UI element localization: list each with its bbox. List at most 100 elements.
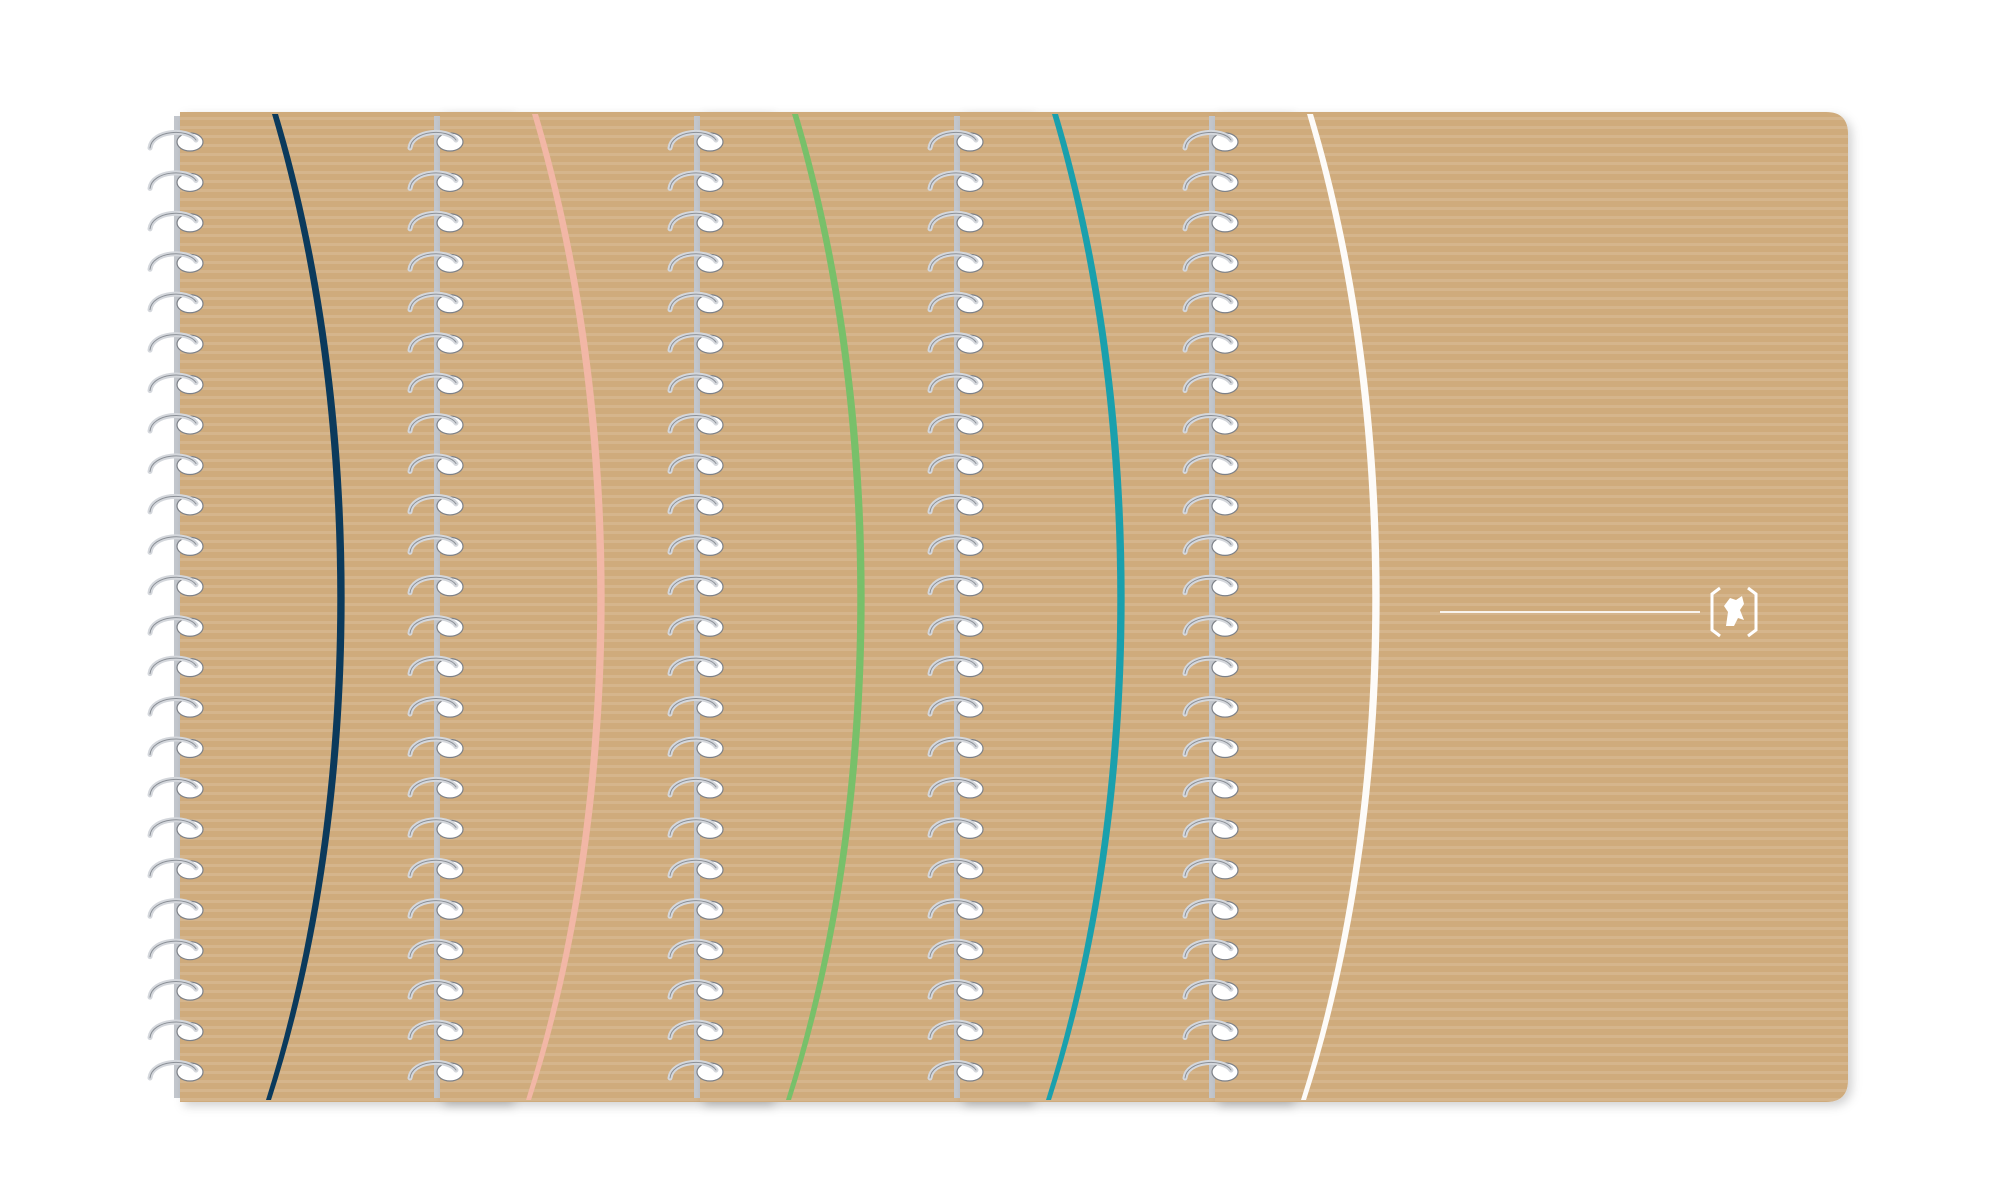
accent-curve bbox=[1046, 114, 1125, 1100]
spiral-ring-edge bbox=[669, 778, 717, 796]
spiral-ring-edge bbox=[1184, 374, 1232, 392]
spiral-ring-edge bbox=[669, 293, 717, 311]
spiral-ring-edge bbox=[149, 253, 197, 270]
notebooks-layer bbox=[147, 112, 1848, 1102]
cover-texture bbox=[960, 112, 1290, 1102]
spiral-ring-edge bbox=[929, 172, 977, 189]
spiral-ring-edge bbox=[669, 131, 717, 149]
spiral-ring-edge bbox=[669, 698, 717, 715]
spiral-ring-edge bbox=[1184, 455, 1232, 472]
spiral-ring-edge bbox=[149, 778, 197, 796]
spiral-ring-edge bbox=[149, 1061, 197, 1079]
spiral-ring-edge bbox=[669, 981, 717, 998]
spiral-ring-edge bbox=[149, 576, 197, 594]
spiral-ring-edge bbox=[1184, 293, 1232, 311]
spiral-ring-edge bbox=[669, 617, 717, 634]
spiral-ring-edge bbox=[1184, 778, 1232, 796]
spiral-ring-edge bbox=[149, 334, 197, 351]
spiral-ring-edge bbox=[929, 293, 977, 311]
spiral-ring-edge bbox=[929, 212, 977, 230]
spiral-ring-edge bbox=[149, 981, 197, 998]
spiral-ring-edge bbox=[929, 253, 977, 270]
spiral-ring-edge bbox=[149, 131, 197, 149]
spiral-ring-edge bbox=[149, 940, 197, 958]
cover-texture bbox=[700, 112, 1030, 1102]
spiral-ring-edge bbox=[669, 374, 717, 392]
spiral-ring-edge bbox=[149, 698, 197, 715]
spiral-ring-edge bbox=[1184, 334, 1232, 351]
spiral-ring-edge bbox=[149, 819, 197, 836]
logo-bracket-left bbox=[1710, 586, 1721, 638]
spiral-ring-edge bbox=[929, 1021, 977, 1039]
spiral-ring-edge bbox=[929, 334, 977, 351]
spiral-ring-edge bbox=[929, 131, 977, 149]
spiral-ring-edge bbox=[409, 495, 457, 513]
spiral-ring-edge bbox=[929, 778, 977, 796]
spiral-ring-edge bbox=[409, 819, 457, 836]
spiral-ring-edge bbox=[1184, 698, 1232, 715]
spiral-ring-edge bbox=[1184, 1061, 1232, 1079]
spiral-ring-edge bbox=[669, 495, 717, 513]
spiral-ring-edge bbox=[409, 778, 457, 796]
spiral-ring-edge bbox=[409, 455, 457, 472]
spiral-ring-edge bbox=[1184, 253, 1232, 270]
accent-curve bbox=[526, 114, 605, 1100]
accent-curve bbox=[266, 114, 345, 1100]
spiral-ring-edge bbox=[1184, 131, 1232, 149]
spiral-ring-edge bbox=[929, 495, 977, 513]
spiral-ring-edge bbox=[409, 738, 457, 756]
spiral-ring-edge bbox=[929, 455, 977, 472]
accent-curve bbox=[786, 114, 865, 1100]
notebook-1 bbox=[147, 112, 510, 1102]
spiral-ring-edge bbox=[149, 374, 197, 392]
spiral-ring-edge bbox=[929, 738, 977, 756]
spiral-ring-edge bbox=[929, 576, 977, 594]
spiral-ring-edge bbox=[1184, 415, 1232, 432]
spiral-ring-edge bbox=[1184, 576, 1232, 594]
spiral-ring-edge bbox=[149, 617, 197, 634]
spiral-ring-edge bbox=[1184, 617, 1232, 634]
spiral-ring-edge bbox=[669, 900, 717, 917]
spiral-ring-edge bbox=[929, 940, 977, 958]
spiral-ring-edge bbox=[1184, 900, 1232, 917]
spiral-ring-edge bbox=[149, 536, 197, 553]
spiral-ring-edge bbox=[149, 455, 197, 472]
spiral-ring-edge bbox=[669, 334, 717, 351]
spiral-ring-edge bbox=[1184, 657, 1232, 675]
oxford-shield-lion-icon bbox=[1710, 586, 1758, 638]
spiral-ring-edge bbox=[1184, 940, 1232, 958]
spiral-ring-edge bbox=[1184, 212, 1232, 230]
spiral-ring-edge bbox=[149, 900, 197, 917]
spiral-ring-edge bbox=[669, 455, 717, 472]
spiral-ring-edge bbox=[409, 698, 457, 715]
spiral-ring-edge bbox=[669, 859, 717, 877]
spiral-ring-edge bbox=[929, 536, 977, 553]
spiral-ring-edge bbox=[929, 374, 977, 392]
spiral-ring-edge bbox=[669, 253, 717, 270]
spiral-ring-edge bbox=[149, 495, 197, 513]
accent-curve bbox=[1301, 114, 1380, 1100]
spiral-ring-edge bbox=[409, 131, 457, 149]
spiral-ring-edge bbox=[1184, 981, 1232, 998]
spiral-ring-edge bbox=[669, 657, 717, 675]
spiral-ring-edge bbox=[149, 293, 197, 311]
logo-lion bbox=[1724, 596, 1744, 626]
spiral-ring-edge bbox=[929, 981, 977, 998]
spiral-ring-edge bbox=[409, 415, 457, 432]
spiral-ring-edge bbox=[669, 819, 717, 836]
spiral-ring-edge bbox=[1184, 172, 1232, 189]
spiral-ring-edge bbox=[669, 576, 717, 594]
spiral-ring-edge bbox=[929, 900, 977, 917]
spiral-ring-edge bbox=[669, 536, 717, 553]
notebook-4 bbox=[927, 112, 1290, 1102]
cover-texture bbox=[1215, 112, 1848, 1102]
spiral-ring-edge bbox=[409, 576, 457, 594]
notebook-3 bbox=[667, 112, 1030, 1102]
notebook-2 bbox=[407, 112, 770, 1102]
cover-texture bbox=[180, 112, 510, 1102]
spiral-ring-edge bbox=[149, 859, 197, 877]
spiral-ring-edge bbox=[929, 415, 977, 432]
spiral-ring-edge bbox=[409, 617, 457, 634]
spiral-ring-edge bbox=[1184, 1021, 1232, 1039]
spiral-ring-edge bbox=[149, 212, 197, 230]
